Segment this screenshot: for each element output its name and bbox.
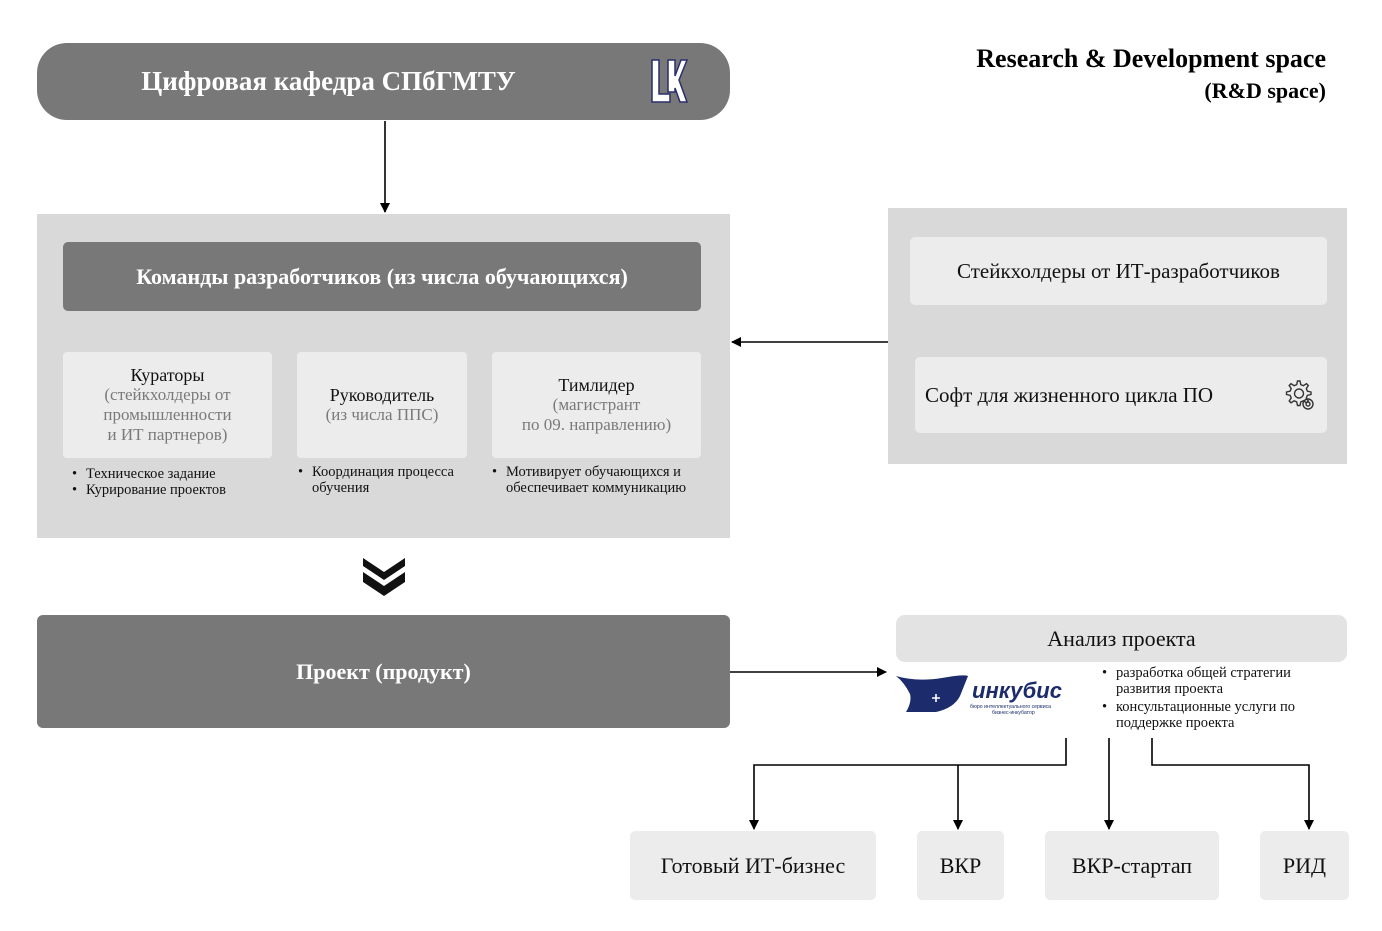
role-teamlead: Тимлидер (магистрант по 09. направлению): [492, 352, 701, 458]
outcome-it-business: Готовый ИТ-бизнес: [630, 831, 876, 900]
bullet-item: разработка общей стратегии развития прое…: [1102, 665, 1321, 697]
stakeholders-title: Стейкхолдеры от ИТ-разработчиков: [957, 258, 1280, 283]
role-subtitle-line: по 09. направлению): [521, 415, 672, 434]
project-box: Проект (продукт): [37, 615, 730, 728]
outcome-vkr-startup: ВКР-стартап: [1045, 831, 1219, 900]
outcome-label: ВКР-стартап: [1071, 852, 1193, 878]
outcome-label: ВКР: [939, 852, 982, 878]
bullet-item: Курирование проектов: [72, 482, 290, 498]
analysis-box: Анализ проекта: [896, 615, 1347, 662]
incubis-logo-text: инкубис: [972, 678, 1062, 703]
teamlead-bullets: Мотивирует обучающихся и обеспечивает ко…: [490, 464, 730, 496]
outcome-rid: РИД: [1260, 831, 1349, 900]
outcome-label: Готовый ИТ-бизнес: [660, 852, 846, 878]
department-logo-icon: [651, 59, 688, 103]
analysis-bullets: разработка общей стратегии развития прое…: [1100, 665, 1340, 733]
head-bullets: Координация процесса обучения: [296, 464, 486, 496]
role-subtitle-line: (стейкхолдеры от: [104, 385, 231, 404]
rd-space-title: Research & Development space: [976, 44, 1326, 73]
role-title: Тимлидер: [558, 375, 635, 395]
software-box: Софт для жизненного цикла ПО: [915, 357, 1327, 433]
role-head: Руководитель (из числа ППС): [297, 352, 467, 458]
curators-bullets: Техническое задание Курирование проектов: [70, 466, 290, 498]
role-title: Кураторы: [130, 365, 205, 385]
role-subtitle-line: промышленности: [103, 405, 232, 424]
role-curators: Кураторы (стейкхолдеры от промышленности…: [63, 352, 272, 458]
arrow-to-it-business: [749, 738, 1067, 830]
role-subtitle-line: (магистрант: [552, 395, 641, 414]
gear-icon: [1285, 380, 1314, 410]
teams-title: Команды разработчиков (из числа обучающи…: [136, 263, 628, 289]
incubis-logo-caption: бизнес-инкубатор: [992, 710, 1035, 716]
role-title: Руководитель: [329, 385, 435, 405]
outcome-label: РИД: [1282, 852, 1327, 878]
outcome-vkr: ВКР: [917, 831, 1004, 900]
project-title: Проект (продукт): [296, 658, 471, 684]
chevron-down-icon: [363, 558, 405, 596]
bullet-item: Координация процесса обучения: [298, 464, 462, 496]
software-title: Софт для жизненного цикла ПО: [925, 382, 1214, 407]
analysis-title: Анализ проекта: [1047, 625, 1196, 651]
department-title: Цифровая кафедра СПбГМТУ: [141, 66, 516, 96]
rd-space-subtitle: (R&D space): [1204, 78, 1326, 103]
department-box: Цифровая кафедра СПбГМТУ: [37, 43, 730, 120]
incubis-logo-caption: бюро интеллектуального сервиса: [970, 704, 1051, 710]
incubis-logo-icon: инкубис бюро интеллектуального сервиса б…: [896, 675, 1062, 716]
teams-bar: Команды разработчиков (из числа обучающи…: [63, 242, 701, 311]
role-subtitle-line: (из числа ППС): [325, 405, 439, 424]
stakeholders-box: Стейкхолдеры от ИТ-разработчиков: [910, 237, 1327, 305]
arrow-to-rid: [1151, 738, 1314, 830]
bullet-item: консультационные услуги по поддержке про…: [1102, 699, 1306, 731]
bullet-item: Техническое задание: [72, 466, 290, 482]
role-subtitle-line: и ИТ партнеров): [107, 425, 228, 444]
bullet-item: Мотивирует обучающихся и обеспечивает ко…: [492, 464, 731, 496]
